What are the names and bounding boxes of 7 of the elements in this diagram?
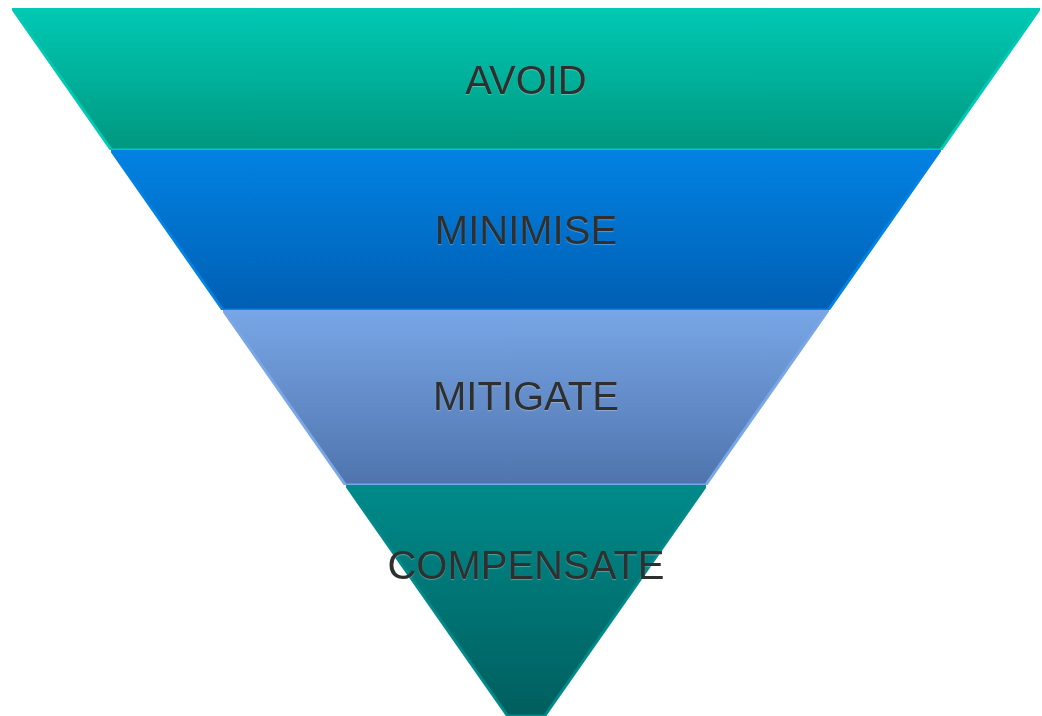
tier-label: AVOID (464, 58, 588, 103)
tier-label: MINIMISE (433, 208, 619, 253)
pyramid-tier (111, 150, 941, 310)
pyramid-tier (12, 8, 1040, 150)
pyramid-tier (345, 485, 707, 716)
pyramid-tier (223, 310, 829, 485)
tier-label: MITIGATE (432, 374, 620, 419)
